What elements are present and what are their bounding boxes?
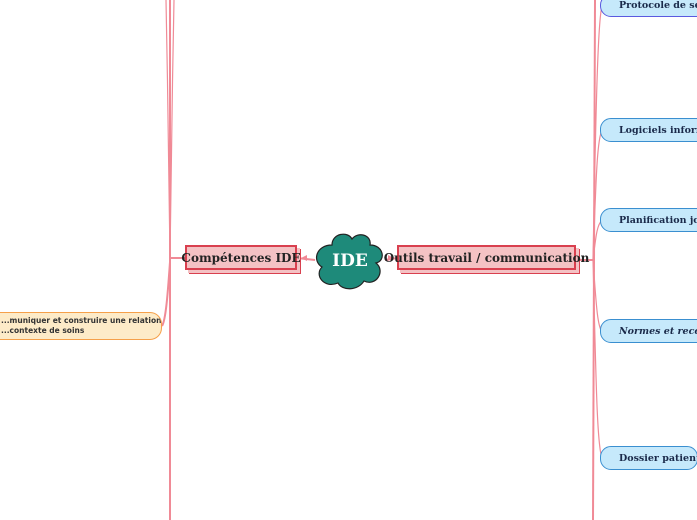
main-topic-outils[interactable]: Outils travail / communication: [384, 245, 589, 270]
central-topic[interactable]: IDE: [312, 231, 388, 291]
subtopic-protocole[interactable]: Protocole de servi: [600, 0, 697, 17]
right-trunk: [592, 0, 596, 520]
subtopic-logiciels[interactable]: Logiciels informat: [600, 118, 697, 142]
central-label: IDE: [332, 251, 368, 271]
main-topic-competences[interactable]: Compétences IDE: [181, 245, 301, 270]
subtopic-line-1: ...muniquer et construire une relation: [1, 316, 162, 325]
subtopic-normes[interactable]: Normes et recomm: [600, 319, 697, 343]
cloud-shape: [315, 233, 383, 290]
subtopic-line-2: ...contexte de soins: [1, 326, 85, 335]
subtopic-dossier-patient[interactable]: Dossier patient: [600, 446, 697, 470]
subtopic-communiquer[interactable]: ...muniquer et construire une relation .…: [0, 312, 162, 340]
orange-branch: [161, 261, 171, 327]
subtopic-planification[interactable]: Planification journ: [600, 208, 697, 232]
